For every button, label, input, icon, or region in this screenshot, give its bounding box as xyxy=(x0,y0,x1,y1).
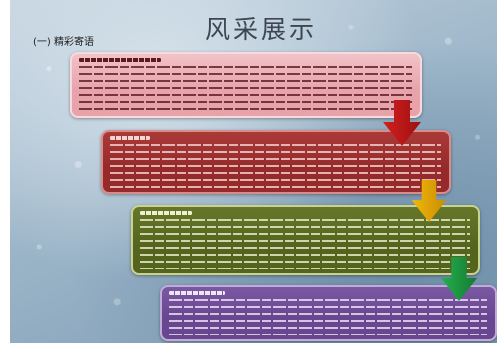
quote-box-2 xyxy=(101,130,451,194)
section-label: (一) 精彩寄语 xyxy=(33,37,94,48)
quote-box-3-heading xyxy=(140,211,192,215)
quote-box-3-body-text xyxy=(140,219,470,269)
down-arrow-icon-red xyxy=(383,100,421,146)
quote-box-4-heading xyxy=(169,291,225,295)
quote-box-1-heading xyxy=(79,58,161,62)
quote-box-1 xyxy=(70,52,422,118)
quote-box-2-body-text xyxy=(110,144,441,188)
quote-box-1-body-text xyxy=(79,66,412,112)
slide-title: 风采展示 xyxy=(205,15,318,44)
down-arrow-icon-yellow xyxy=(411,180,447,222)
quote-box-2-heading xyxy=(110,136,150,140)
down-arrow-icon-green xyxy=(440,257,478,301)
quote-box-3 xyxy=(131,205,480,275)
quote-box-4-body-text xyxy=(169,299,487,335)
quote-box-4 xyxy=(160,285,497,341)
slide-background: 风采展示 (一) 精彩寄语 xyxy=(10,0,497,343)
